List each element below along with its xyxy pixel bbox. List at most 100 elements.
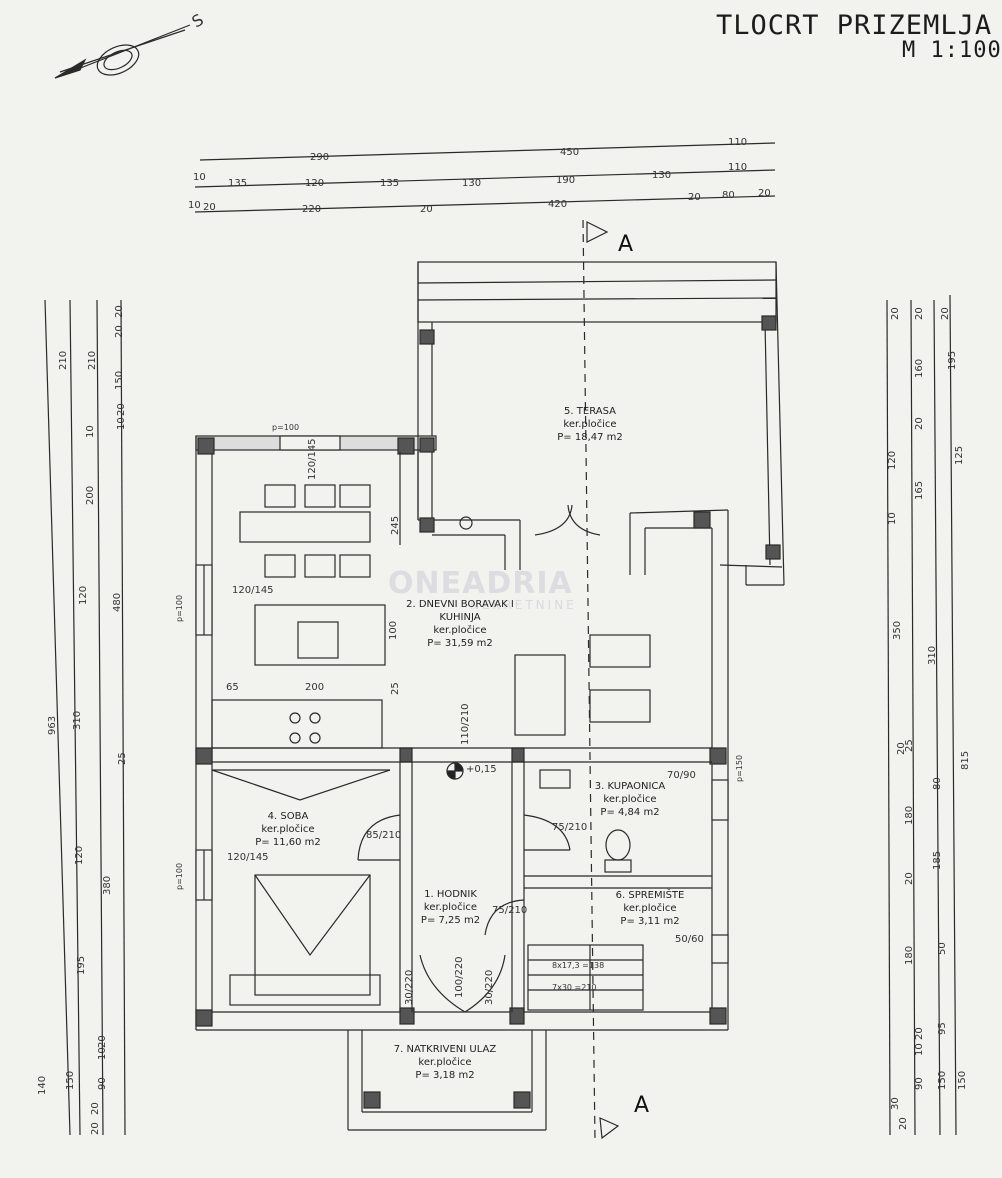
dim-right3-8: 350 — [892, 621, 903, 640]
room-label-line: ker.pločice — [563, 419, 617, 430]
win-soba-label: 120/145 — [227, 852, 269, 863]
dim-top3-2: 20 — [203, 202, 216, 213]
door-sprem-label: 75/210 — [492, 905, 527, 916]
dim-right3-9: 165 — [914, 481, 925, 500]
dim-right1-2: 815 — [960, 751, 971, 770]
room-label-line: 6. SPREMIŠTE — [615, 890, 685, 901]
dim-left4-3: 20 — [114, 305, 125, 318]
dim-right3-10: 20 — [914, 417, 925, 430]
dim-left3-1: 20 — [90, 1122, 101, 1135]
dim-left4-2: 20 — [114, 325, 125, 338]
room-label-line: ker.pločice — [261, 824, 315, 835]
room-label-line: KUHINJA — [439, 612, 481, 623]
dim-top2-5: 130 — [462, 178, 481, 189]
dim-top2-4: 135 — [380, 178, 399, 189]
dim-left3-7: 25 — [117, 752, 128, 765]
dim-left2-5: 120 — [78, 586, 89, 605]
win-kup-label: 70/90 — [667, 770, 696, 781]
kitchen-dim-1: 65 — [226, 682, 239, 693]
dim-right3-7: 25 — [904, 739, 915, 752]
dim-top3-4: 20 — [420, 204, 433, 215]
dim-left2-1: 150 — [65, 1071, 76, 1090]
section-marker-bottom: A — [634, 1093, 650, 1118]
dim-left4-5: 20 — [116, 403, 127, 416]
dim-right2-4: 185 — [932, 851, 943, 870]
door-soba-label: 85/210 — [366, 830, 401, 841]
dim-right1-1: 150 — [957, 1071, 968, 1090]
dim-right3-2: 10 — [914, 1043, 925, 1056]
kitchen-dim-3: 25 — [390, 682, 401, 695]
dim-right2-3: 180 — [904, 946, 915, 965]
dim-right3-4: 50 — [937, 942, 948, 955]
dim-right2-8: 195 — [947, 351, 958, 370]
door-hall-label: 110/210 — [460, 703, 471, 745]
dim-top2-1: 10 — [193, 172, 206, 183]
win-kitchen-label: 120/145 — [232, 585, 274, 596]
room-label-line: 4. SOBA — [267, 811, 309, 822]
room-label-line: 3. KUPAONICA — [594, 781, 666, 792]
dim-right2-1: 150 — [937, 1071, 948, 1090]
dim-right4-5: 120 — [887, 451, 898, 470]
win-sprem-label: 50/60 — [675, 934, 704, 945]
dim-left2-4: 310 — [72, 711, 83, 730]
dim-top2-3: 120 — [305, 178, 324, 189]
dim-right2-2: 95 — [937, 1022, 948, 1035]
door-kup-label: 75/210 — [552, 822, 587, 833]
room-label-line: P= 7,25 m2 — [420, 915, 481, 926]
dim-left3-8: 480 — [112, 593, 123, 612]
room-label-line: 2. DNEVNI BORAVAK I — [406, 599, 514, 610]
north-label: S — [189, 10, 207, 32]
dim-right2-5: 80 — [932, 777, 943, 790]
room-label-line: P= 3,18 m2 — [415, 1070, 475, 1081]
room-label-line: P= 18,47 m2 — [557, 432, 623, 443]
dim-top3-6: 20 — [688, 192, 701, 203]
room-label-hodnik: 1. HODNIK ker.pločice P= 7,25 m2 — [413, 888, 488, 927]
dim-right3-12: 20 — [914, 307, 925, 320]
parapet-label-4: p=150 — [735, 755, 744, 782]
parapet-label-1: p=100 — [272, 423, 299, 432]
kitchen-dim-2: 200 — [305, 682, 324, 693]
dim-right2-6: 310 — [927, 646, 938, 665]
dim-right4-4: 10 — [887, 512, 898, 525]
dim-top1-3: 110 — [728, 137, 747, 148]
room-label-line: P= 4,84 m2 — [600, 807, 660, 818]
watermark-logo: ONEADRIA — [388, 566, 573, 601]
dim-left2-2: 195 — [76, 956, 87, 975]
room-label-kupaonica: 3. KUPAONICA ker.pločice P= 4,84 m2 — [585, 780, 675, 819]
dim-right4-6: 20 — [890, 307, 901, 320]
dim-left2-3: 120 — [74, 846, 85, 865]
room-label-line: ker.pločice — [423, 902, 478, 913]
room-label-ulaz: 7. NATKRIVENI ULAZ ker.pločice P= 3,18 m2 — [385, 1043, 505, 1082]
room-label-terasa: 5. TERASA ker.pločice P= 18,47 m2 — [540, 405, 640, 444]
dimension-labels: 290 450 110 10 135 120 135 130 190 130 1… — [37, 137, 971, 1135]
dim-left3-6: 380 — [102, 876, 113, 895]
dim-left3-10: 10 — [85, 425, 96, 438]
north-arrow-icon — [54, 24, 191, 79]
room-label-line: 7. NATKRIVENI ULAZ — [393, 1044, 497, 1055]
plan-scale: M 1:100 — [902, 38, 1002, 63]
dim-top3-1: 10 — [188, 200, 201, 211]
dim-left3-3: 90 — [97, 1077, 108, 1090]
room-label-line: ker.pločice — [433, 625, 487, 636]
door-entry-label: 100/220 — [454, 956, 465, 998]
room-label-line: ker.pločice — [603, 794, 657, 805]
dim-left3-11: 210 — [87, 351, 98, 370]
watermark-sub: NEKRETNINE — [470, 598, 577, 612]
parapet-label-3: p=100 — [175, 863, 184, 890]
dim-top3-7: 80 — [722, 190, 735, 201]
room-label-line: ker.pločice — [418, 1057, 472, 1068]
parapet-label-2: p=100 — [175, 595, 184, 622]
room-label-line: 5. TERASA — [564, 406, 616, 417]
win-kitchen-top-label: 120/145 — [307, 438, 318, 480]
dim-left3-2: 20 — [90, 1102, 101, 1115]
stairs-label-1: 8x17,3 =138 — [552, 961, 604, 970]
dim-left2-6: 210 — [58, 351, 69, 370]
dim-right3-11: 160 — [914, 359, 925, 378]
kitchen-dim-5: 245 — [390, 516, 401, 535]
dim-left3-5: 20 — [97, 1035, 108, 1048]
room-label-line: ker.pločice — [623, 903, 677, 914]
dim-top3-3: 220 — [302, 204, 321, 215]
room-label-line: 1. HODNIK — [424, 889, 477, 900]
